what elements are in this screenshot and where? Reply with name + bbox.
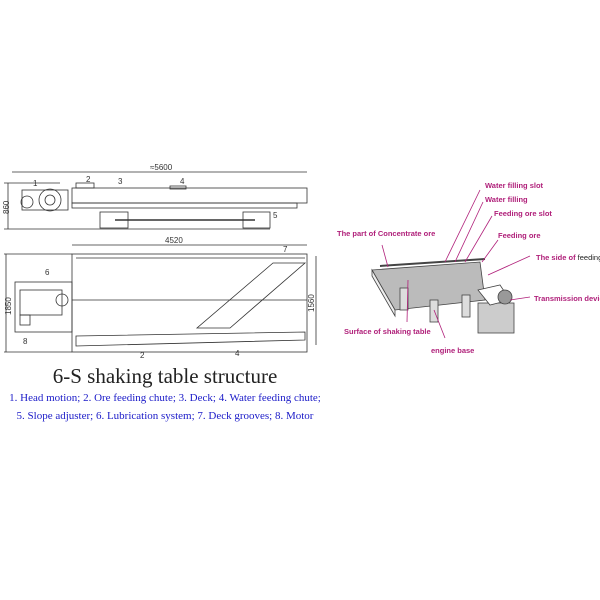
part-2: 2 xyxy=(86,175,91,184)
label-feeding: feeding xyxy=(577,253,600,262)
dim-deck-length: 4520 xyxy=(165,236,183,245)
label-surface: Surface of shaking table xyxy=(344,327,431,336)
part-6: 6 xyxy=(45,268,50,277)
part-7: 7 xyxy=(283,245,288,254)
label-feeding-ore: Feeding ore xyxy=(498,231,541,240)
plan-view xyxy=(4,244,317,353)
dim-deck-width: 1560 xyxy=(307,294,316,312)
label-side-of: The side of xyxy=(536,253,578,262)
legend-line-2: 5. Slope adjuster; 6. Lubrication system… xyxy=(16,410,314,422)
dim-width: 1850 xyxy=(4,297,13,315)
side-view xyxy=(4,171,308,230)
part-5: 5 xyxy=(273,211,278,220)
label-transmission: Transmission device xyxy=(534,294,600,303)
part-3: 3 xyxy=(118,177,123,186)
label-side-of-feeding: The side of feeding xyxy=(536,253,600,262)
legend-line-1: 1. Head motion; 2. Ore feeding chute; 3.… xyxy=(9,392,321,404)
part-4b: 4 xyxy=(235,349,240,358)
label-engine-base: engine base xyxy=(431,346,475,355)
perspective-view xyxy=(371,258,515,334)
dim-length: ≈5600 xyxy=(150,163,173,172)
part-1: 1 xyxy=(33,179,38,188)
label-feeding-ore-slot: Feeding ore slot xyxy=(494,209,552,218)
label-concentrate: The part of Concentrate ore xyxy=(337,229,436,238)
dim-height: 860 xyxy=(2,200,11,214)
part-4: 4 xyxy=(180,177,185,186)
callout-lines xyxy=(381,189,531,339)
part-8: 8 xyxy=(23,337,28,346)
label-water-filling: Water filling xyxy=(485,195,528,204)
figure-title: 6-S shaking table structure xyxy=(52,364,278,388)
part-2b: 2 xyxy=(140,351,145,360)
label-water-filling-slot: Water filling slot xyxy=(485,181,544,190)
